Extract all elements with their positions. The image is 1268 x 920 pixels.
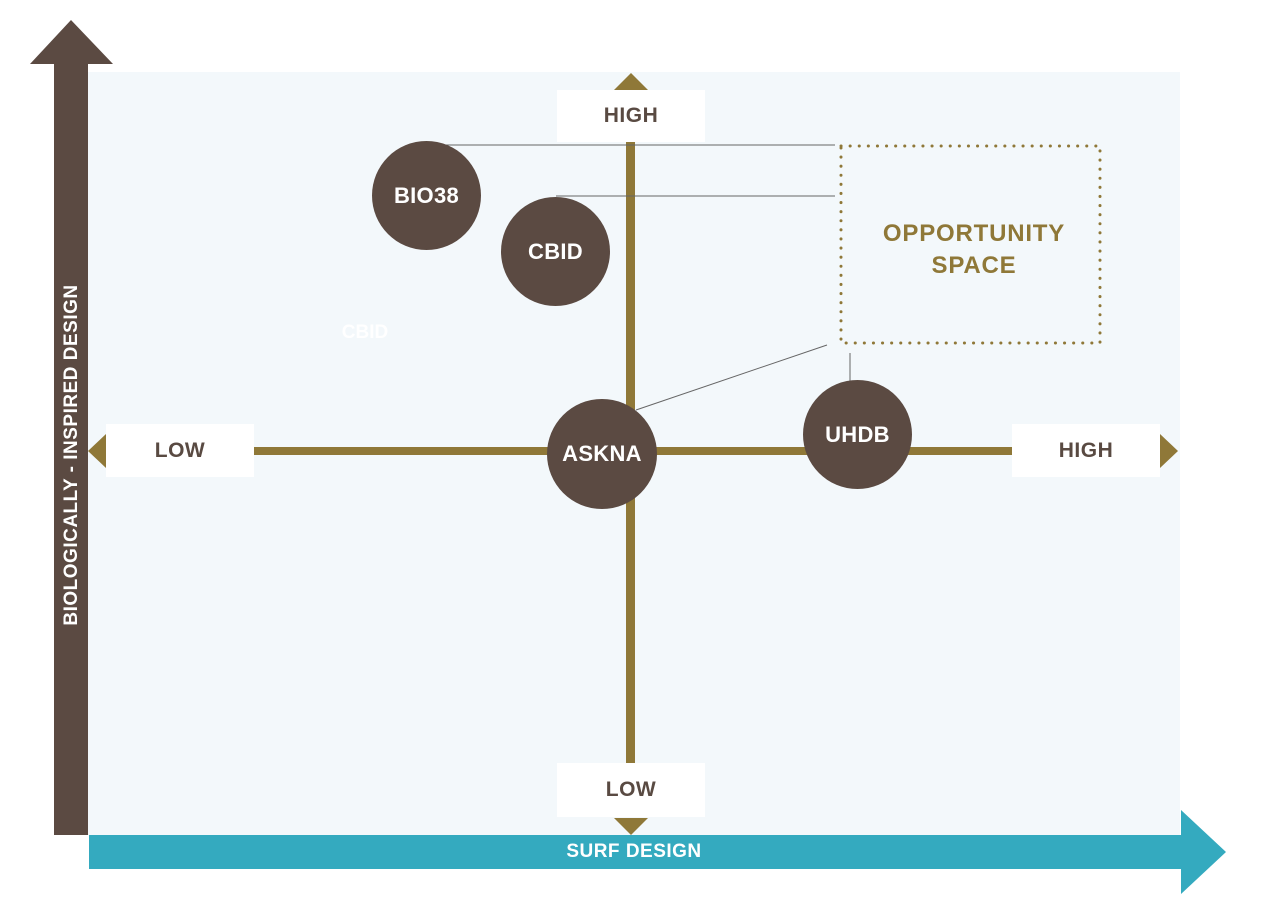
ghost-cbid-label: CBID — [341, 322, 389, 343]
opportunity-label: OPPORTUNITY SPACE — [840, 218, 1108, 282]
horizontal-high-label: HIGH — [1012, 424, 1160, 477]
arrow-left-icon — [88, 434, 106, 468]
arrow-up-icon — [614, 73, 648, 90]
x-axis-title: SURF DESIGN — [566, 841, 702, 862]
horizontal-low-label: LOW — [106, 424, 254, 477]
y-axis-arrow — [30, 20, 113, 835]
opportunity-line2: SPACE — [931, 252, 1017, 279]
connector-askna — [635, 344, 828, 411]
opportunity-line1: OPPORTUNITY — [882, 220, 1066, 247]
bubble-askna: ASKNA — [547, 399, 657, 509]
vertical-high-label: HIGH — [557, 90, 705, 142]
bubble-uhdb: UHDB — [803, 380, 912, 489]
x-axis-arrow — [89, 810, 1226, 894]
bubble-cbid: CBID — [501, 197, 610, 306]
arrow-down-icon — [614, 818, 648, 835]
y-axis-title: BIOLOGICALLY - INSPIRED DESIGN — [61, 284, 82, 626]
vertical-low-label: LOW — [557, 763, 705, 817]
arrow-right-icon — [1160, 434, 1178, 468]
bubble-bio38: BIO38 — [372, 141, 481, 250]
